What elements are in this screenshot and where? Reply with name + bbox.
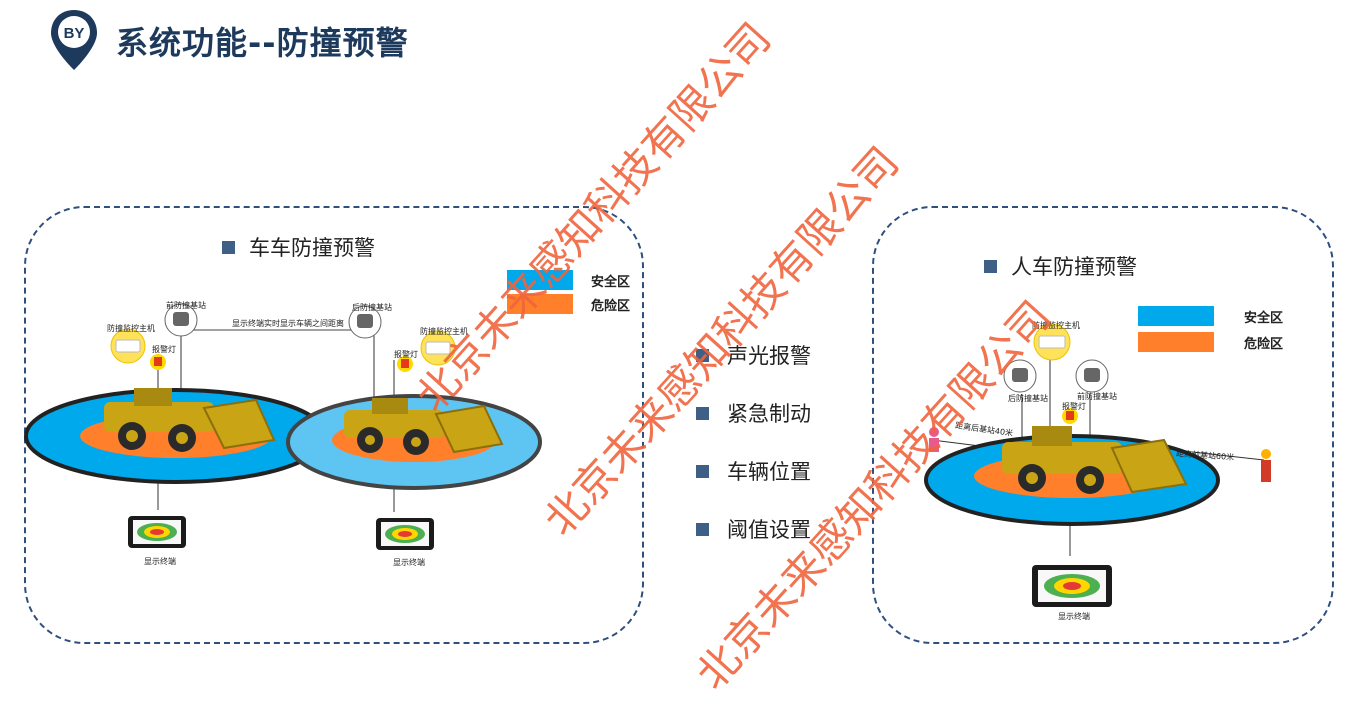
label-display-left: 显示终端 [144,557,176,566]
rear-station-icon-right [348,305,382,339]
panel-vehicle-vehicle [24,206,644,644]
label-alarm-left: 报警灯 [152,345,176,354]
label-host-left: 防撞监控主机 [107,324,155,333]
label-host: 防撞监控主机 [1032,321,1080,330]
logo-pin-icon: BY [51,10,97,70]
feature-item: 声光报警 [696,340,811,370]
bullet-square-icon [222,240,235,254]
display-terminal-left [128,516,186,548]
legend-item-danger: 危险区 [1138,332,1283,352]
label-alarm-right: 报警灯 [394,350,418,359]
loader-vehicle [1002,426,1188,494]
display-terminal-right [376,518,434,550]
display-screen-icon [137,523,177,541]
person-right-icon [1261,449,1271,482]
legend-right: 安全区 危险区 [1138,306,1283,352]
label-host-right: 防撞监控主机 [420,327,468,336]
panel-title-person-vehicle: 人车防撞预警 [984,251,1137,281]
legend-swatch-safe [1138,306,1214,326]
label-front-station: 前防撞基站 [1077,392,1117,401]
feature-item: 阈值设置 [696,514,811,544]
feature-item: 紧急制动 [696,398,811,428]
legend-left: 安全区 危险区 [507,270,630,314]
panel-person-vehicle [872,206,1334,644]
label-display: 显示终端 [1058,612,1090,621]
person-left-icon [929,427,939,452]
legend-swatch-danger [507,294,573,314]
bullet-square-icon [696,464,709,478]
alarm-light-icon-left [150,354,166,370]
display-screen-icon [385,525,425,543]
legend-item-safe: 安全区 [1138,306,1283,326]
front-station-icon [1075,359,1109,393]
bullet-square-icon [696,522,709,536]
label-rear-station: 后防撞基站 [352,303,392,312]
rear-station-icon [1003,359,1037,393]
logo-text: BY [64,25,85,42]
panel-title-vehicle-vehicle: 车车防撞预警 [222,232,375,262]
alarm-light-icon-right [397,356,413,372]
loader-vehicle-2 [344,398,504,455]
bullet-square-icon [696,348,709,362]
display-screen-icon [1044,574,1100,598]
label-rear-station: 后防撞基站 [1008,394,1048,403]
diagram-vehicle-vehicle [24,303,542,512]
diagram-person-vehicle [924,323,1271,556]
label-alarm: 报警灯 [1062,402,1086,411]
page-title: 系统功能--防撞预警 [116,24,409,62]
legend-item-safe: 安全区 [507,270,630,290]
legend-item-danger: 危险区 [507,294,630,314]
label-display-right: 显示终端 [393,558,425,567]
loader-vehicle-1 [104,388,276,452]
feature-list: 声光报警 紧急制动 车辆位置 阈值设置 [696,340,811,544]
label-front-station: 前防撞基站 [166,301,206,310]
host-icon-right [420,330,456,366]
label-distance-note: 显示终端实时显示车辆之间距离 [232,319,344,328]
feature-item: 车辆位置 [696,456,811,486]
legend-swatch-danger [1138,332,1214,352]
bullet-square-icon [696,406,709,420]
bullet-square-icon [984,259,997,273]
legend-swatch-safe [507,270,573,290]
front-station-icon-left [164,303,198,337]
host-icon [1033,323,1071,361]
host-icon-left [110,328,146,364]
display-terminal [1032,565,1112,607]
alarm-light-icon [1062,408,1078,424]
